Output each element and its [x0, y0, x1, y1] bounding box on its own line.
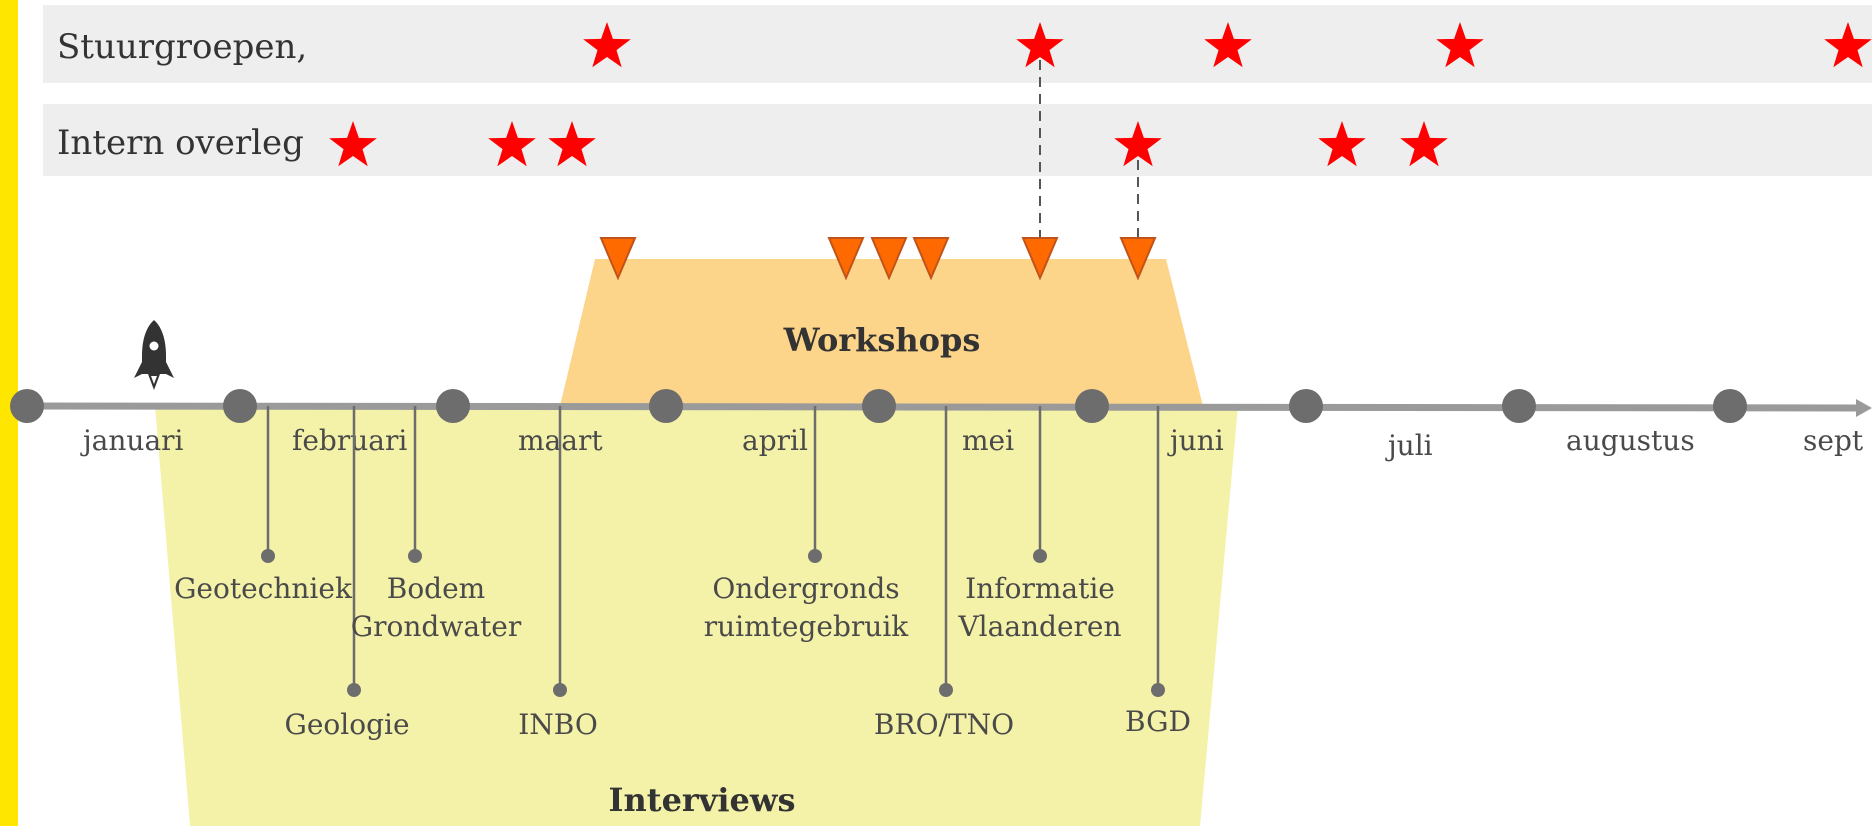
topic-geologie: Geologie	[284, 708, 409, 741]
interview-pin-bodem	[408, 406, 422, 563]
intern-overleg-label: Intern overleg	[57, 123, 304, 163]
axis-arrow-icon	[1856, 399, 1872, 417]
month-label-juli: juli	[1385, 429, 1433, 462]
interviews-label: Interviews	[609, 781, 796, 819]
interviews-area	[155, 406, 1238, 826]
triangle-marker-icon	[912, 237, 950, 281]
intern-overleg-band	[43, 104, 1872, 176]
workshops-area	[560, 259, 1203, 406]
month-label-januari: januari	[80, 424, 184, 457]
topic-informatie: Informatie	[965, 572, 1115, 605]
topic-inbo: INBO	[518, 708, 598, 741]
triangle-marker-icon	[1021, 237, 1059, 281]
month-node	[223, 389, 257, 423]
interview-pin-bgd	[1151, 406, 1165, 697]
interview-pin-informatie	[1033, 406, 1047, 563]
topic-bgd: BGD	[1125, 705, 1191, 738]
month-node	[10, 389, 44, 423]
interview-pin-geologie	[347, 406, 361, 697]
topic-geotechniek: Geotechniek	[174, 572, 353, 605]
interview-pin-geotechniek	[261, 406, 275, 563]
topic-ondergronds: Ondergronds	[712, 572, 899, 605]
interview-pin-inbo	[553, 406, 567, 697]
month-node	[1713, 389, 1747, 423]
month-node	[1289, 389, 1323, 423]
month-label-juni: juni	[1167, 424, 1224, 457]
stuurgroepen-band	[43, 5, 1872, 83]
month-label-sept: sept	[1803, 424, 1864, 457]
sidebar-stripe	[0, 0, 18, 826]
month-node	[1502, 389, 1536, 423]
month-label-augustus: augustus	[1566, 424, 1695, 457]
stuurgroepen-label: Stuurgroepen,	[57, 27, 307, 67]
month-node	[649, 389, 683, 423]
topic-bodem: Bodem	[387, 572, 485, 605]
time-axis	[19, 402, 1859, 412]
month-node	[1075, 389, 1109, 423]
topic-bro-tno: BRO/TNO	[874, 708, 1014, 741]
topic-vlaanderen: Vlaanderen	[957, 610, 1121, 643]
triangle-marker-icon	[870, 237, 908, 281]
triangle-marker-icon	[599, 237, 637, 281]
month-label-april: april	[742, 424, 808, 457]
month-label-mei: mei	[962, 424, 1014, 457]
interview-pin-ondergronds	[808, 406, 822, 563]
topic-ruimtegebruik: ruimtegebruik	[704, 610, 910, 643]
rocket-icon	[134, 320, 174, 390]
month-node	[862, 389, 896, 423]
triangle-marker-icon	[1119, 237, 1157, 281]
workshops-label: Workshops	[783, 321, 981, 359]
topic-grondwater: Grondwater	[351, 610, 522, 643]
triangle-marker-icon	[827, 237, 865, 281]
interview-pin-bro-tno	[939, 406, 953, 697]
month-node	[436, 389, 470, 423]
month-label-februari: februari	[292, 424, 407, 457]
